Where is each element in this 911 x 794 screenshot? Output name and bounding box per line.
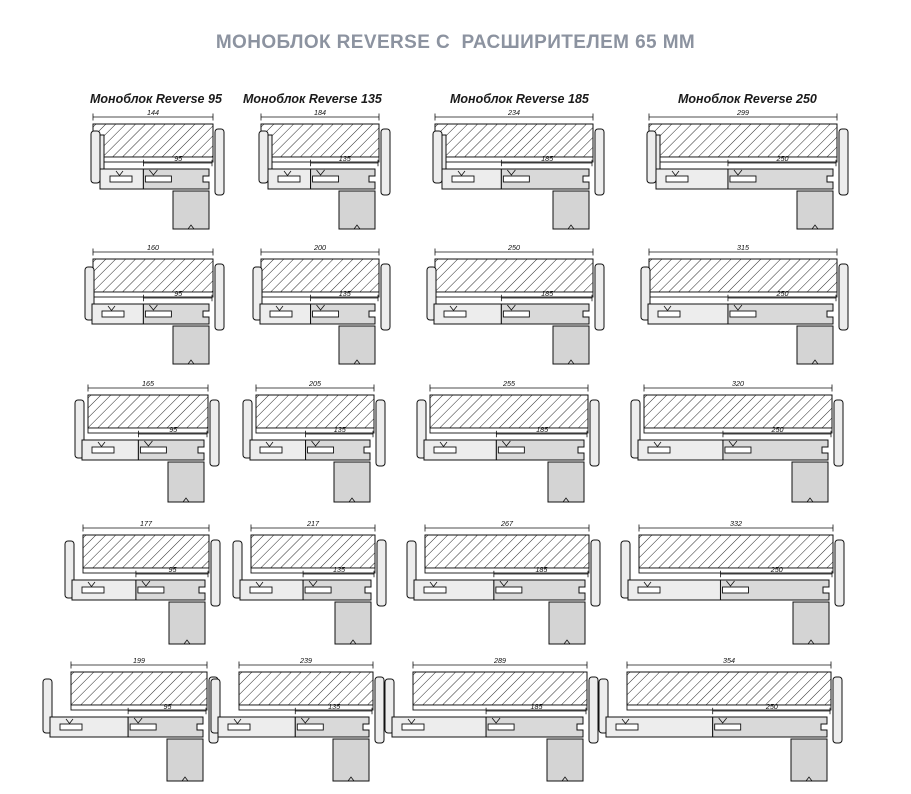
svg-text:185: 185: [535, 565, 548, 574]
svg-text:332: 332: [730, 519, 742, 528]
cross-section-cell-r2c1: 160 95: [84, 243, 225, 365]
cross-section-cell-r2c4: 315 250: [640, 243, 849, 365]
svg-text:217: 217: [306, 519, 320, 528]
cross-section-cell-r4c4: 332 250: [620, 519, 845, 645]
svg-text:185: 185: [541, 289, 554, 298]
cross-section-cell-r3c3: 255 185: [416, 379, 600, 503]
svg-text:160: 160: [147, 243, 159, 252]
svg-text:250: 250: [775, 289, 788, 298]
section-drawing-cell-r5c2: 239 135239 135: [210, 653, 401, 787]
cross-section-cell-r4c1: 177 95: [64, 519, 221, 645]
cross-section-cell-r5c4: 354 250: [598, 656, 843, 782]
section-drawing-cell-r2c4: 315 250315 250: [640, 240, 859, 370]
column-header-reverse-95: Моноблок Reverse 95: [90, 92, 222, 106]
svg-text:135: 135: [334, 425, 347, 434]
section-drawing-cell-r3c1: 165 95165 95: [74, 376, 237, 508]
svg-text:95: 95: [174, 154, 183, 163]
section-drawing-cell-r3c4: 320 250320 250: [630, 376, 859, 508]
cross-section-cell-r1c2: 184 135: [258, 108, 391, 230]
svg-text:299: 299: [736, 108, 749, 117]
svg-text:177: 177: [140, 519, 153, 528]
svg-text:354: 354: [723, 656, 735, 665]
svg-text:239: 239: [299, 656, 312, 665]
section-drawing-cell-r3c3: 255 185255 185: [416, 376, 617, 508]
svg-text:135: 135: [339, 289, 352, 298]
cross-section-cell-r2c3: 250 185: [426, 243, 605, 365]
cross-section-cell-r4c2: 217 135: [232, 519, 387, 645]
section-drawing-cell-r2c1: 160 95160 95: [84, 240, 237, 370]
svg-text:199: 199: [133, 656, 145, 665]
svg-text:144: 144: [147, 108, 159, 117]
section-drawing-cell-r4c4: 332 250332 250: [620, 516, 859, 650]
cross-section-cell-r2c2: 200 135: [252, 243, 391, 365]
svg-text:234: 234: [507, 108, 520, 117]
svg-text:95: 95: [168, 565, 177, 574]
column-header-reverse-185: Моноблок Reverse 185: [450, 92, 589, 106]
svg-text:267: 267: [500, 519, 514, 528]
section-drawing-cell-r2c3: 250 185250 185: [426, 240, 617, 370]
svg-text:185: 185: [541, 154, 554, 163]
section-drawing-cell-r1c4: 299 250299 250: [641, 105, 859, 235]
column-header-reverse-135: Моноблок Reverse 135: [243, 92, 382, 106]
section-drawing-cell-r3c2: 205 135205 135: [242, 376, 401, 508]
section-drawing-cell-r4c2: 217 135217 135: [232, 516, 401, 650]
svg-text:250: 250: [507, 243, 520, 252]
section-drawing-cell-r2c2: 200 135200 135: [252, 240, 401, 370]
svg-text:250: 250: [765, 702, 778, 711]
cross-section-cell-r3c1: 165 95: [74, 379, 220, 503]
svg-text:165: 165: [142, 379, 155, 388]
cross-section-cell-r3c4: 320 250: [630, 379, 844, 503]
svg-text:135: 135: [333, 565, 346, 574]
svg-text:200: 200: [313, 243, 326, 252]
page-title: МОНОБЛОК REVERSE С РАСШИРИТЕЛЕМ 65 ММ: [215, 32, 696, 53]
section-drawing-cell-r5c4: 354 250354 250: [598, 653, 859, 787]
svg-text:95: 95: [174, 289, 183, 298]
svg-text:95: 95: [164, 702, 173, 711]
svg-text:250: 250: [770, 565, 783, 574]
section-drawing-cell-r4c1: 177 95177 95: [64, 516, 237, 650]
svg-text:184: 184: [314, 108, 326, 117]
section-drawing-cell-r1c3: 234 185234 185: [427, 105, 617, 235]
svg-text:255: 255: [502, 379, 516, 388]
svg-text:135: 135: [339, 154, 352, 163]
svg-text:135: 135: [328, 702, 341, 711]
svg-text:205: 205: [308, 379, 322, 388]
svg-text:289: 289: [493, 656, 506, 665]
cross-section-cell-r1c3: 234 185: [432, 108, 605, 230]
cross-section-cell-r5c2: 239 135: [210, 656, 385, 782]
svg-text:185: 185: [531, 702, 544, 711]
svg-text:95: 95: [169, 425, 178, 434]
cross-section-cell-r1c1: 144 95: [90, 108, 225, 230]
svg-text:185: 185: [536, 425, 549, 434]
svg-text:315: 315: [737, 243, 750, 252]
section-drawing-cell-r1c1: 144 95144 95: [85, 105, 237, 235]
section-drawing-cell-r1c2: 184 135184 135: [253, 105, 401, 235]
section-drawing-cell-r5c3: 289 185289 185: [384, 653, 617, 787]
svg-text:320: 320: [732, 379, 744, 388]
column-header-reverse-250: Моноблок Reverse 250: [678, 92, 817, 106]
cross-section-cell-r3c2: 205 135: [242, 379, 386, 503]
cross-section-cell-r5c3: 289 185: [384, 656, 599, 782]
cross-section-cell-r4c3: 267 185: [406, 519, 601, 645]
section-drawing-cell-r4c3: 267 185267 185: [406, 516, 617, 650]
svg-text:250: 250: [770, 425, 783, 434]
svg-text:250: 250: [775, 154, 788, 163]
cross-section-cell-r1c4: 299 250: [646, 108, 849, 230]
